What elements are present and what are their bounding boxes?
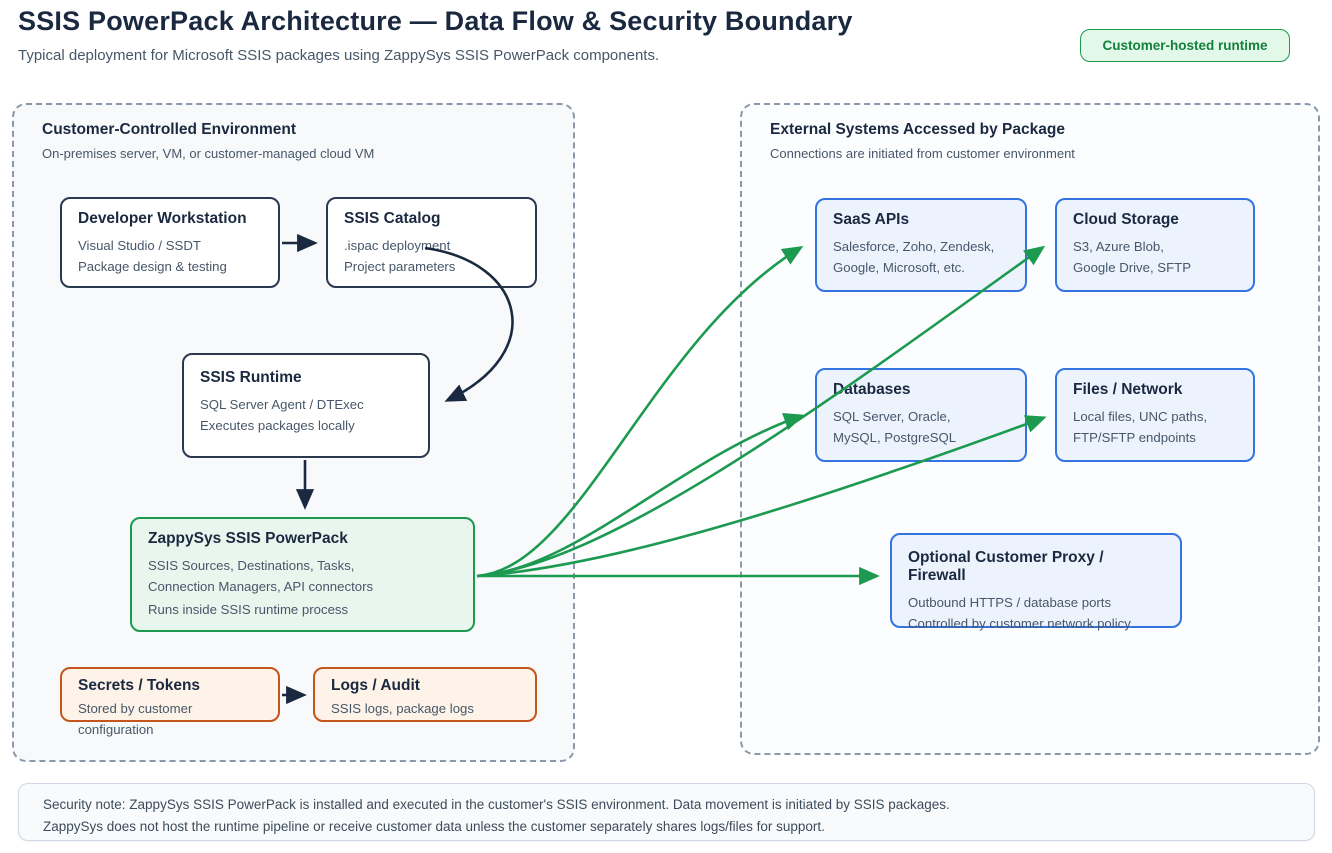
node-line: Local files, UNC paths, [1073,409,1208,424]
node-line: .ispac deployment [344,238,451,253]
node-title: ZappySys SSIS PowerPack [148,530,348,547]
right-zone-subtitle: Connections are initiated from customer … [770,146,1075,161]
node-line: SSIS Sources, Destinations, Tasks, [148,558,355,573]
node-title: SSIS Runtime [200,369,302,386]
node-cloud-storage: Cloud Storage S3, Azure Blob, Google Dri… [1055,198,1255,292]
node-line: SQL Server Agent / DTExec [200,397,364,412]
node-line: Project parameters [344,259,456,274]
node-line: FTP/SFTP endpoints [1073,430,1196,445]
left-zone-title: Customer-Controlled Environment [42,121,297,138]
node-ssis-runtime: SSIS Runtime SQL Server Agent / DTExec E… [182,353,430,458]
node-databases: Databases SQL Server, Oracle, MySQL, Pos… [815,368,1027,462]
node-line: Google Drive, SFTP [1073,260,1191,275]
node-line: Controlled by customer network policy [908,616,1131,631]
page-subtitle: Typical deployment for Microsoft SSIS pa… [18,47,660,64]
node-proxy-firewall: Optional Customer Proxy / Firewall Outbo… [890,533,1182,631]
node-line: Salesforce, Zoho, Zendesk, [833,239,995,254]
node-title: Databases [833,381,911,398]
node-line: Connection Managers, API connectors [148,579,374,594]
customer-hosted-runtime-badge: Customer-hosted runtime [1080,29,1290,62]
left-zone-subtitle: On-premises server, VM, or customer-mana… [42,146,375,161]
node-line: Google, Microsoft, etc. [833,260,965,275]
page-title: SSIS PowerPack Architecture — Data Flow … [18,6,853,36]
security-note-line: ZappySys does not host the runtime pipel… [43,819,825,834]
node-files-network: Files / Network Local files, UNC paths, … [1055,368,1255,462]
node-line: SSIS logs, package logs [331,701,474,716]
node-line: SQL Server, Oracle, [833,409,951,424]
node-secrets-tokens: Secrets / Tokens Stored by customer conf… [60,667,280,737]
node-title: Logs / Audit [331,677,420,694]
node-line: Stored by customer configuration [78,701,193,737]
node-ssis-catalog: SSIS Catalog .ispac deployment Project p… [326,197,537,288]
security-note-line: Security note: ZappySys SSIS PowerPack i… [43,797,950,812]
node-zappysys-powerpack: ZappySys SSIS PowerPack SSIS Sources, De… [130,517,475,632]
node-line: Visual Studio / SSDT [78,238,201,253]
right-zone-title: External Systems Accessed by Package [770,121,1065,138]
node-line: Executes packages locally [200,418,355,433]
node-line: MySQL, PostgreSQL [833,430,957,445]
node-line: Outbound HTTPS / database ports [908,595,1112,610]
node-line: Runs inside SSIS runtime process [148,602,349,617]
security-note: Security note: ZappySys SSIS PowerPack i… [18,783,1315,841]
node-developer-workstation: Developer Workstation Visual Studio / SS… [60,197,280,288]
node-title: SSIS Catalog [344,210,441,227]
node-line: Package design & testing [78,259,227,274]
node-title: Secrets / Tokens [78,677,201,694]
node-title: SaaS APIs [833,211,910,228]
node-saas-apis: SaaS APIs Salesforce, Zoho, Zendesk, Goo… [815,198,1027,292]
node-title: Cloud Storage [1073,211,1179,228]
node-logs-audit: Logs / Audit SSIS logs, package logs [313,667,537,722]
node-line: S3, Azure Blob, [1073,239,1164,254]
node-title: Optional Customer Proxy / Firewall [908,549,1104,584]
node-title: Developer Workstation [78,210,247,227]
node-title: Files / Network [1073,381,1183,398]
